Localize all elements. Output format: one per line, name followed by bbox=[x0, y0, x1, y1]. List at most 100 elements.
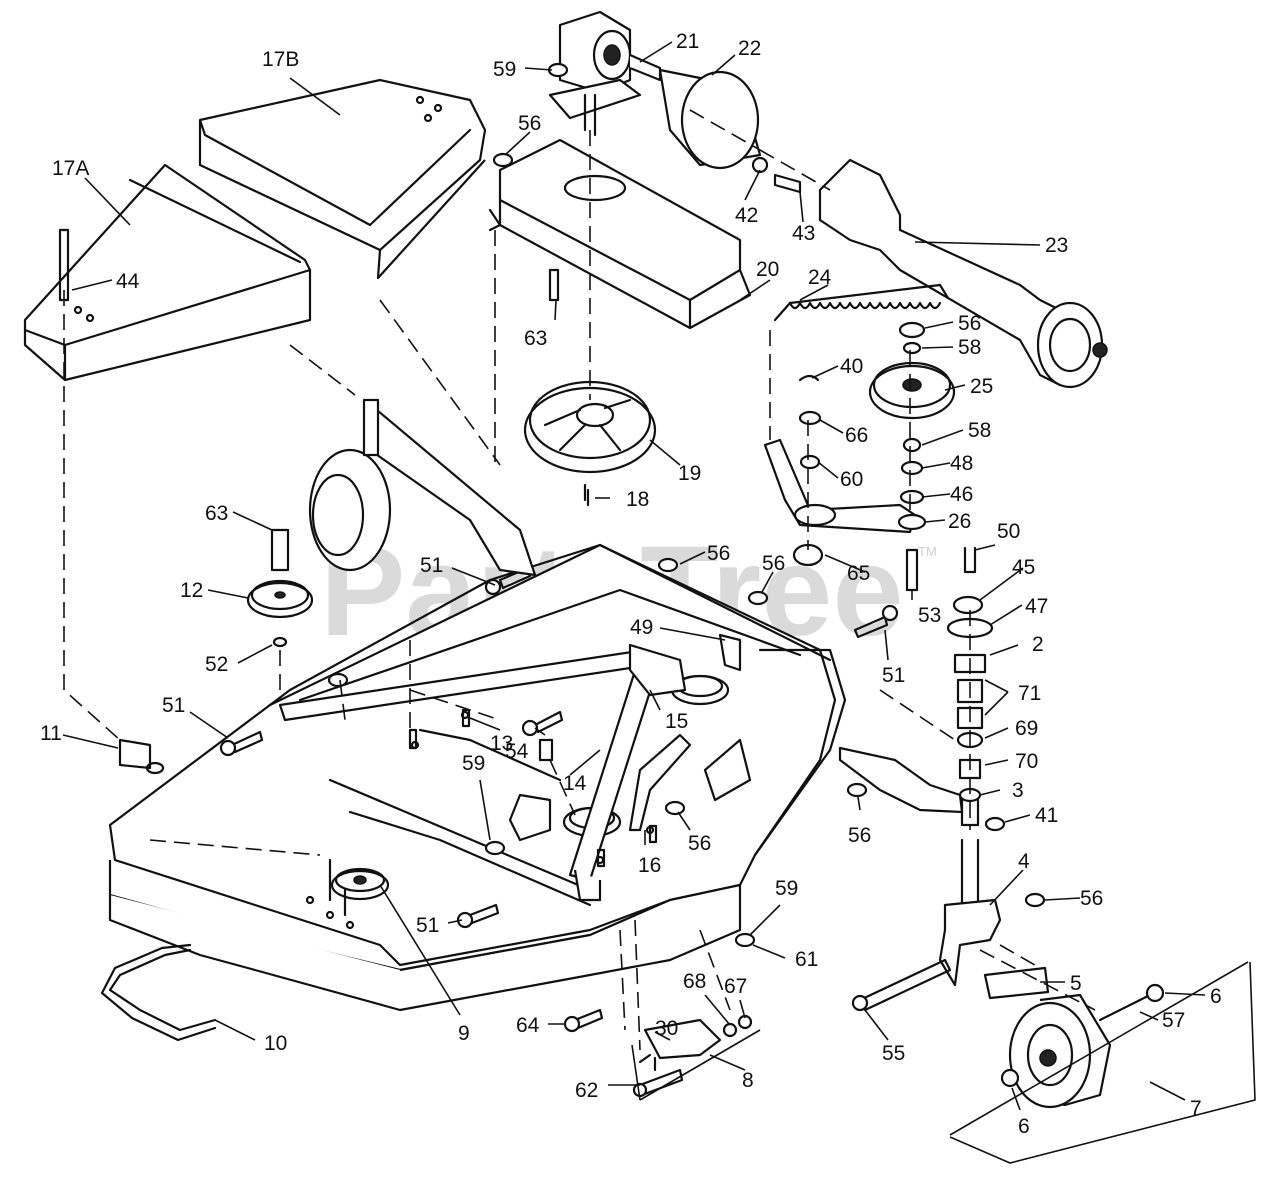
callout-label: 65 bbox=[847, 562, 870, 585]
caster-bolt-55 bbox=[851, 958, 952, 1012]
callout-label: 63 bbox=[205, 502, 228, 525]
callout-label: 7 bbox=[1190, 1097, 1202, 1120]
callout-label: 61 bbox=[795, 948, 818, 971]
callout-label: 17A bbox=[52, 157, 89, 180]
callout-label: 58 bbox=[958, 336, 981, 359]
callout-label: 23 bbox=[1045, 234, 1068, 257]
callout-label: 48 bbox=[950, 452, 973, 475]
assembly-lines bbox=[63, 109, 1096, 1051]
bracket-30 bbox=[631, 1014, 761, 1101]
callout-label: 5 bbox=[1070, 972, 1082, 995]
callout-label: 26 bbox=[948, 510, 971, 533]
callout-label: 69 bbox=[1015, 717, 1038, 740]
callout-label: 51 bbox=[420, 554, 443, 577]
callout-label: 60 bbox=[840, 468, 863, 491]
callout-label: 56 bbox=[688, 832, 711, 855]
callout-label: 45 bbox=[1012, 556, 1035, 579]
hanger-bracket bbox=[718, 633, 742, 672]
callout-label: 59 bbox=[462, 752, 485, 775]
callout-label: 47 bbox=[1025, 595, 1048, 618]
callout-label: 13 bbox=[490, 732, 513, 755]
caster-spindle-stack bbox=[946, 546, 994, 907]
callout-label: 71 bbox=[1018, 682, 1041, 705]
callout-label: 10 bbox=[264, 1032, 287, 1055]
small-parts bbox=[58, 228, 658, 868]
callout-label: 56 bbox=[518, 112, 541, 135]
driveline-bolt bbox=[751, 156, 802, 194]
caster-fork bbox=[938, 898, 1002, 987]
callout-label: 56 bbox=[762, 552, 785, 575]
callout-label: 66 bbox=[845, 424, 868, 447]
callout-label: 56 bbox=[848, 824, 871, 847]
left-gauge-wheel bbox=[308, 398, 537, 577]
callout-label: 64 bbox=[516, 1014, 540, 1037]
callout-label: 51 bbox=[162, 694, 185, 717]
idler-pulley-25 bbox=[868, 361, 956, 420]
callout-label: 16 bbox=[638, 854, 661, 877]
callout-label: 50 bbox=[997, 520, 1020, 543]
callout-label: 14 bbox=[563, 772, 587, 795]
callout-label: 17B bbox=[262, 48, 299, 71]
callout-label: 51 bbox=[416, 914, 439, 937]
callout-label: 42 bbox=[735, 204, 758, 227]
callout-label: 63 bbox=[524, 327, 547, 350]
callout-label: 20 bbox=[756, 258, 779, 281]
callout-label: 44 bbox=[116, 270, 140, 293]
callout-label: 25 bbox=[970, 375, 993, 398]
shield-17a bbox=[23, 163, 312, 382]
caster-wheel bbox=[983, 966, 1165, 1109]
bolt-64 bbox=[563, 1008, 604, 1033]
caster-bracket-frame bbox=[949, 961, 1256, 1164]
deck-nuts bbox=[327, 62, 1046, 948]
mower-deck bbox=[108, 543, 847, 1012]
callout-label: 56 bbox=[1080, 887, 1103, 910]
pulley-12 bbox=[246, 528, 314, 648]
callout-label: 68 bbox=[683, 970, 706, 993]
callout-leaders bbox=[62, 41, 1206, 1111]
callout-label: 6 bbox=[1210, 985, 1222, 1008]
callout-label: 53 bbox=[918, 604, 941, 627]
callout-label: 56 bbox=[958, 312, 981, 335]
callout-label: 12 bbox=[180, 579, 203, 602]
callout-label: 54 bbox=[505, 740, 529, 763]
callout-label: 40 bbox=[840, 355, 863, 378]
callout-label: 6 bbox=[1018, 1115, 1030, 1138]
watermark-trademark: TM bbox=[918, 544, 937, 559]
callout-label: 4 bbox=[1018, 850, 1030, 873]
gearbox-mount-bracket bbox=[488, 138, 752, 330]
callout-label: 2 bbox=[1032, 633, 1044, 656]
callout-label: 55 bbox=[882, 1042, 905, 1065]
callout-label: 19 bbox=[678, 462, 701, 485]
callout-label: 43 bbox=[792, 222, 815, 245]
callout-label: 70 bbox=[1015, 750, 1038, 773]
shield-17b bbox=[198, 78, 487, 280]
spindle-pulley-19 bbox=[523, 380, 657, 507]
callout-label: 15 bbox=[665, 710, 688, 733]
callout-label: 3 bbox=[1012, 779, 1024, 802]
hitch-frame bbox=[278, 643, 687, 902]
callout-label: 59 bbox=[493, 58, 516, 81]
driveline bbox=[658, 68, 1108, 389]
lift-arm bbox=[508, 733, 752, 842]
callout-label: 58 bbox=[968, 419, 991, 442]
callout-label: 41 bbox=[1035, 804, 1058, 827]
callout-label: 24 bbox=[808, 266, 832, 289]
callout-label: 67 bbox=[724, 975, 747, 998]
callout-label: 46 bbox=[950, 483, 973, 506]
gearbox bbox=[548, 10, 662, 137]
callout-label: 52 bbox=[205, 653, 228, 676]
bolts-51 bbox=[219, 566, 899, 929]
tension-spring bbox=[773, 283, 950, 322]
caster-arm-bracket bbox=[838, 746, 964, 814]
callout-label: 59 bbox=[775, 877, 798, 900]
callout-label: 22 bbox=[738, 37, 761, 60]
callout-label: 9 bbox=[458, 1022, 470, 1045]
callout-label: 62 bbox=[575, 1079, 598, 1102]
callout-labels: 17B 17A 44 59 21 22 56 42 43 23 20 63 24… bbox=[40, 30, 1222, 1138]
callout-label: 57 bbox=[1162, 1009, 1185, 1032]
callout-label: 30 bbox=[655, 1017, 678, 1040]
callout-label: 21 bbox=[676, 30, 699, 53]
callout-label: 51 bbox=[882, 664, 905, 687]
callout-label: 18 bbox=[626, 488, 649, 511]
